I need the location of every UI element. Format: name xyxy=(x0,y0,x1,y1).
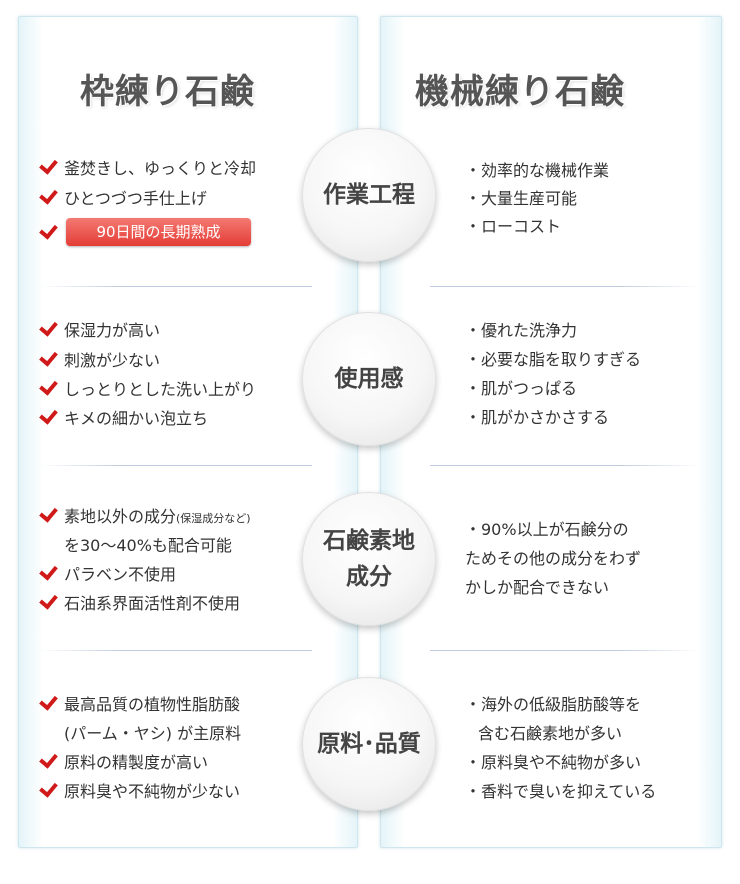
list-item: ・効率的な機械作業 xyxy=(465,161,610,180)
list-item: ・必要な脂を取りすぎる xyxy=(465,350,642,369)
divider xyxy=(430,650,700,651)
list-item: 含む石鹸素地が多い xyxy=(478,724,623,743)
section-label-base: 石鹸素地成分 xyxy=(302,492,436,626)
list-item: キメの細かい泡立ち xyxy=(64,409,209,428)
divider xyxy=(40,286,312,287)
list-item: ・優れた洗浄力 xyxy=(465,321,578,340)
list-item: 原料臭や不純物が少ない xyxy=(64,782,241,801)
list-item: パラベン不使用 xyxy=(64,565,177,584)
list-item: ・ローコスト xyxy=(465,217,562,236)
list-item: ・海外の低級脂肪酸等を xyxy=(465,695,642,714)
list-item: しっとりとした洗い上がり xyxy=(64,380,257,399)
list-item: ・肌がかさかさする xyxy=(465,408,610,427)
frame-soap-title: 枠練り石鹸 xyxy=(80,72,255,112)
aging-badge: 90日間の長期熟成 xyxy=(66,218,251,246)
section-label-process: 作業工程 xyxy=(302,128,436,262)
section-label-material: 原料･品質 xyxy=(302,677,436,811)
list-item: 素地以外の成分(保湿成分など) xyxy=(64,507,251,526)
list-item: を30～40%も配合可能 xyxy=(64,536,232,555)
section-label-feel: 使用感 xyxy=(302,312,436,446)
soap-frame-panel xyxy=(18,16,358,848)
list-item: かしか配合できない xyxy=(465,578,610,597)
machine-soap-title: 機械練り石鹸 xyxy=(415,72,625,112)
list-item: ・香料で臭いを抑えている xyxy=(465,782,657,801)
list-item: ひとつづつ手仕上げ xyxy=(64,189,207,208)
list-item: 釜焚きし、ゆっくりと冷却 xyxy=(64,159,257,178)
soap-machine-panel xyxy=(380,16,722,848)
divider xyxy=(40,465,312,466)
list-item: ・90%以上が石鹸分の xyxy=(465,520,629,539)
list-item: 最高品質の植物性脂肪酸 xyxy=(64,695,241,714)
divider xyxy=(430,465,700,466)
divider xyxy=(40,650,312,651)
list-item: 保湿力が高い xyxy=(64,321,161,340)
list-item: 石油系界面活性剤不使用 xyxy=(64,594,241,613)
list-item: 刺激が少ない xyxy=(64,351,161,370)
divider xyxy=(430,286,700,287)
list-item: (パーム・ヤシ) が主原料 xyxy=(64,724,242,743)
list-item: ・肌がつっぱる xyxy=(465,379,578,398)
list-item: ・原料臭や不純物が多い xyxy=(465,753,642,772)
list-item: ・大量生産可能 xyxy=(465,189,578,208)
list-item: ためその他の成分をわず xyxy=(465,549,642,568)
list-item: 原料の精製度が高い xyxy=(64,753,209,772)
